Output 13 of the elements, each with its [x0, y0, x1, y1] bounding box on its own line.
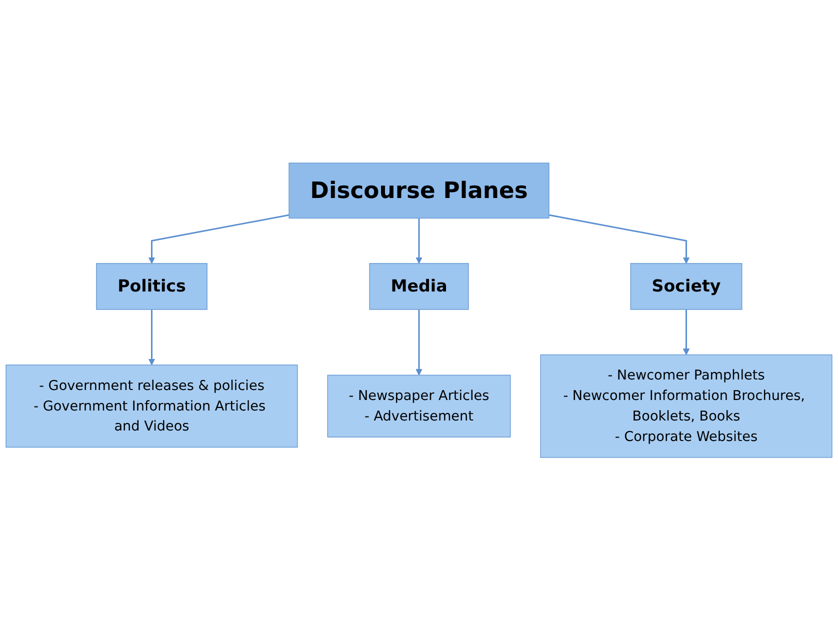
arrow: [416, 310, 422, 376]
node-box: - Newspaper Articles - Advertisement: [327, 375, 511, 438]
arrow: [548, 214, 690, 264]
node-box: Society: [630, 263, 742, 310]
node-box: - Newcomer Pamphlets - Newcomer Information Brochures, Booklets, Books - Corporate Websites: [540, 354, 832, 458]
arrow: [682, 310, 690, 356]
arrow: [148, 214, 290, 264]
node-box: Politics: [96, 263, 208, 310]
node-box: Discourse Planes: [288, 162, 550, 219]
arrow: [148, 310, 156, 366]
node-box: Media: [369, 263, 469, 310]
node-box: - Government releases & policies - Government Information Articles and Videos: [6, 364, 298, 448]
arrow: [416, 218, 422, 264]
